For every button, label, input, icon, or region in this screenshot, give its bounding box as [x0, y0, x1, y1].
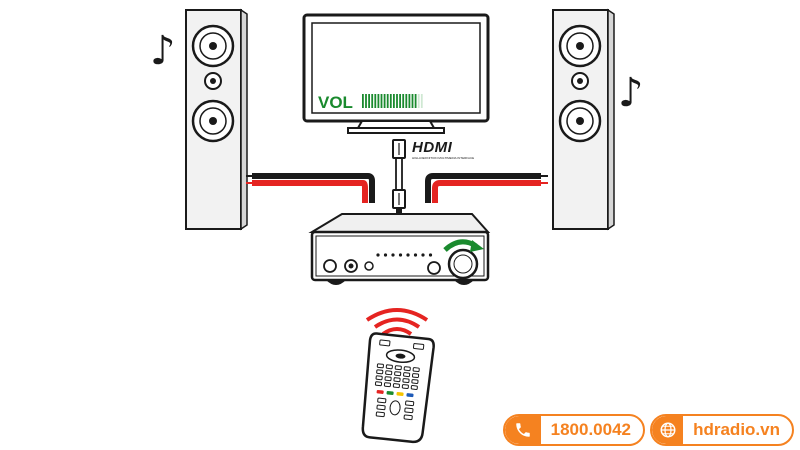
amplifier	[308, 213, 491, 285]
television: VOL	[302, 13, 490, 134]
globe-icon	[652, 416, 684, 444]
remote-button	[402, 378, 410, 384]
volume-bar	[383, 94, 386, 108]
remote-button	[394, 371, 402, 377]
remote-button	[376, 369, 384, 375]
phone-icon	[505, 416, 541, 444]
hdmi-logo-text: HDMI	[412, 139, 453, 156]
left-speaker: ♪	[150, 8, 248, 231]
volume-bar	[420, 94, 423, 108]
remote-button	[403, 372, 411, 378]
remote-button	[385, 370, 393, 376]
hdmi-cable	[392, 139, 406, 217]
volume-bar	[417, 94, 420, 108]
remote-rocker-button	[389, 400, 401, 416]
right-speaker: ♪	[552, 8, 644, 231]
amp-indicator-led	[406, 253, 410, 257]
remote-button	[392, 383, 400, 389]
remote-color-button	[376, 389, 384, 394]
remote-button	[405, 400, 415, 407]
remote-button	[377, 397, 387, 404]
volume-bar	[377, 94, 380, 108]
volume-bar	[389, 94, 392, 108]
volume-bar-meter	[362, 94, 423, 108]
volume-bar	[411, 94, 414, 108]
remote-button	[385, 364, 393, 370]
remote-button	[394, 365, 402, 371]
remote-button	[376, 363, 384, 369]
speaker-wire-left	[246, 173, 375, 203]
remote-control	[361, 332, 435, 444]
hdmi-logo: HDMI HIGH-DEFINITION MULTIMEDIA INTERFAC…	[412, 139, 474, 160]
remote-button	[412, 367, 420, 373]
remote-color-button	[406, 393, 414, 398]
remote-button	[403, 366, 411, 372]
amp-indicator-led	[383, 253, 388, 257]
amp-indicator-led	[428, 253, 433, 257]
remote-button	[410, 385, 418, 390]
remote-button	[411, 373, 420, 379]
volume-bar	[408, 94, 411, 108]
amp-indicator-led	[398, 253, 403, 257]
tv-volume-label: VOL	[318, 93, 353, 112]
remote-color-button	[396, 392, 404, 397]
remote-button	[376, 404, 386, 411]
volume-bar	[393, 94, 395, 108]
remote-button	[401, 384, 409, 390]
remote-color-button	[386, 390, 394, 396]
volume-bar	[380, 94, 383, 108]
remote-signal-icon	[365, 308, 429, 336]
volume-bar	[405, 94, 408, 108]
amp-indicator-led	[413, 253, 418, 257]
hotline-badge[interactable]: 1800.0042	[503, 414, 645, 446]
music-note-icon: ♪	[150, 28, 176, 74]
hotline-number: 1800.0042	[550, 420, 631, 439]
remote-button	[384, 376, 392, 382]
remote-button	[375, 411, 385, 418]
volume-bar	[374, 94, 377, 108]
website-badge[interactable]: hdradio.vn	[650, 414, 794, 446]
volume-bar	[368, 94, 370, 108]
remote-button	[383, 382, 392, 388]
remote-button	[403, 414, 413, 421]
remote-button	[375, 375, 383, 381]
amp-indicator-led	[376, 253, 380, 257]
volume-bar	[365, 94, 367, 108]
volume-bar	[396, 94, 398, 108]
hdmi-tagline: HIGH-DEFINITION MULTIMEDIA INTERFACE	[412, 156, 474, 160]
remote-button	[404, 407, 414, 414]
amp-indicator-led	[421, 253, 425, 257]
music-note-icon: ♪	[618, 70, 644, 116]
amp-indicator-led	[391, 253, 395, 257]
volume-bar	[414, 94, 417, 108]
website-url: hdradio.vn	[693, 420, 780, 439]
remote-button	[374, 381, 383, 387]
speaker-wire-right	[425, 173, 548, 203]
volume-bar	[399, 94, 401, 108]
volume-bar	[402, 94, 405, 108]
volume-bar	[371, 94, 374, 108]
volume-bar	[386, 94, 389, 108]
remote-button	[393, 377, 401, 383]
volume-bar	[362, 94, 364, 108]
remote-button	[411, 379, 419, 384]
